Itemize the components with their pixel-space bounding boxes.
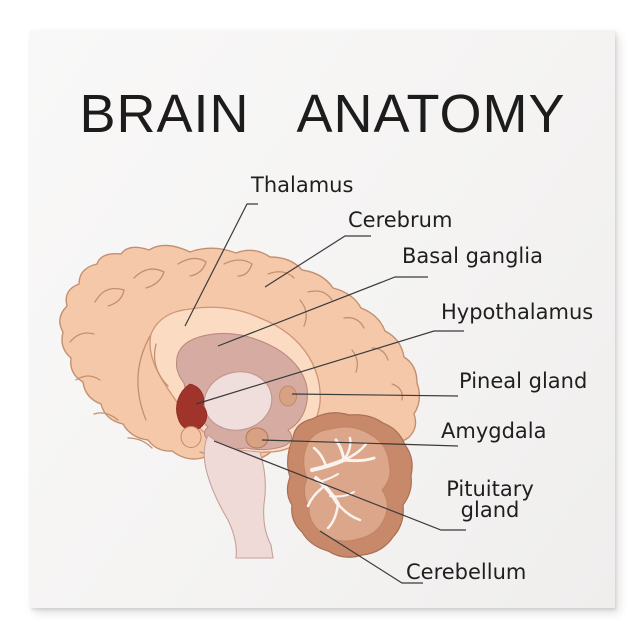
label-cerebrum: Cerebrum <box>348 208 453 232</box>
leader-line-hypothalamus <box>195 330 464 405</box>
brain-diagram <box>59 203 466 584</box>
cerebellum-shape <box>286 412 413 558</box>
label-hypothalamus: Hypothalamus <box>441 300 594 324</box>
brainstem-shape <box>203 434 274 559</box>
leader-line-pituitary-gland <box>213 440 466 531</box>
label-amygdala: Amygdala <box>441 419 547 443</box>
uncus-nodule-shape <box>180 426 202 448</box>
label-pineal-gland: Pineal gland <box>459 369 588 393</box>
leader-line-thalamus <box>184 203 258 327</box>
label-pituitary-gland: Pituitary gland <box>446 477 534 522</box>
label-thalamus: Thalamus <box>251 173 354 197</box>
leader-line-pineal-gland <box>291 393 459 397</box>
photo-print: BRAIN ANATOMY <box>30 30 615 608</box>
leader-lines <box>184 203 466 584</box>
leader-line-amygdala <box>261 439 459 447</box>
leader-line-basal-ganglia <box>217 276 428 347</box>
label-basal-ganglia: Basal ganglia <box>402 244 543 268</box>
arbor-vitae <box>306 436 376 530</box>
gyri-lines <box>69 257 403 457</box>
leader-line-cerebrum <box>264 235 371 288</box>
label-cerebellum: Cerebellum <box>406 560 527 584</box>
amygdala-shape <box>245 427 269 449</box>
leader-line-cerebellum <box>319 530 423 584</box>
pineal-gland-shape <box>279 385 297 407</box>
limbic-fold-line <box>153 343 169 387</box>
page-title: BRAIN ANATOMY <box>79 84 566 144</box>
hypothalamus-shape <box>176 383 208 431</box>
